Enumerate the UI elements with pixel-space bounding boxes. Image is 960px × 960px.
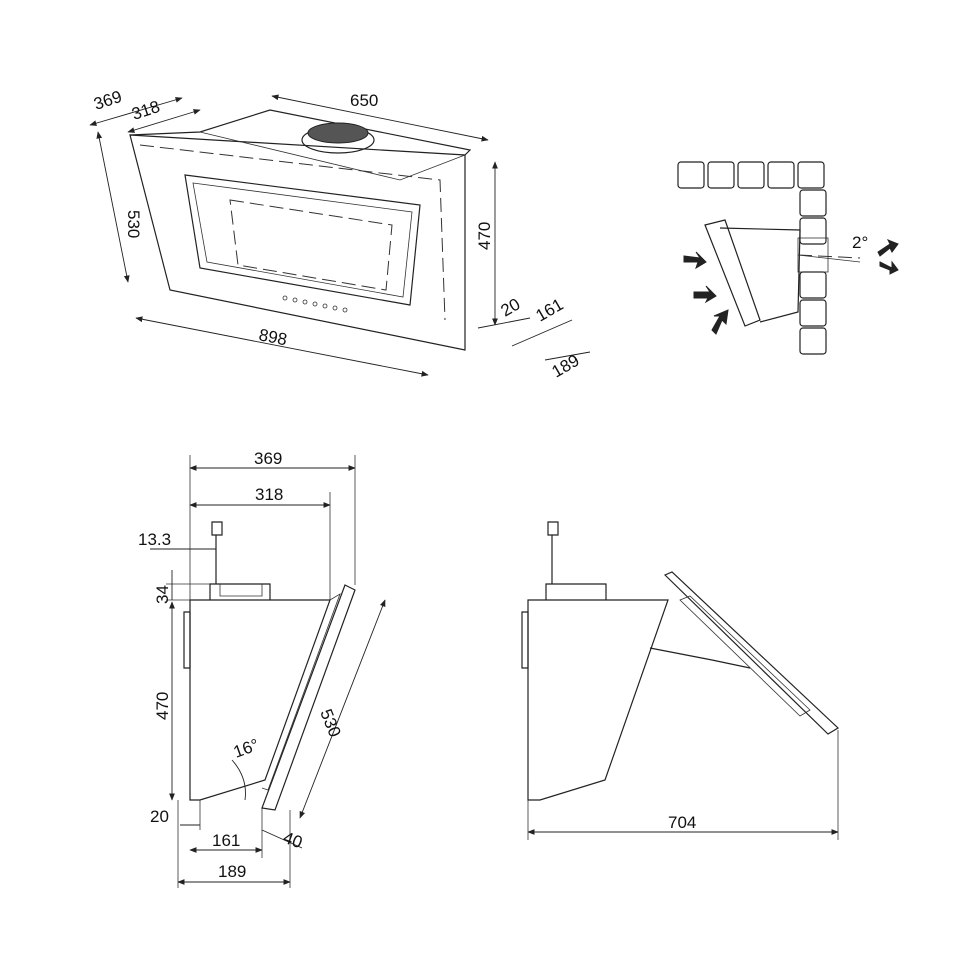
side-motor-inner: [219, 584, 263, 597]
side-dim-40-line: [261, 829, 303, 849]
side-cable-plug: [211, 521, 223, 584]
iso-dim-650: 650: [350, 91, 378, 110]
iso-glass-panel: [129, 134, 466, 351]
wall-bricks-top: [677, 161, 825, 189]
airflow-arrows-out: [877, 239, 899, 275]
iso-control-buttons: [282, 295, 348, 313]
side-angle-16: 16°: [231, 735, 262, 762]
side-glass-frame: [261, 593, 341, 791]
open-cable-plug: [547, 521, 559, 584]
open-dim-704: 704: [668, 813, 696, 832]
side-dim-20: 20: [150, 807, 169, 826]
side-dim-189: 189: [218, 862, 246, 881]
open-body: [527, 599, 669, 801]
side-dim-34: 34: [153, 585, 172, 604]
iso-dim-20: 20: [498, 295, 524, 321]
detail-hood-body: [719, 227, 801, 323]
side-body: [189, 599, 331, 801]
side-dim-13-3: 13.3: [138, 530, 171, 549]
iso-inner-window-outer: [184, 174, 421, 306]
open-glass-raised: [663, 571, 839, 735]
open-view: 704: [521, 521, 839, 840]
iso-dim-470: 470: [475, 222, 494, 250]
side-motor: [209, 583, 271, 600]
iso-dim-318-line: [127, 109, 201, 133]
iso-dim-898: 898: [257, 325, 288, 349]
iso-dim-318: 318: [129, 97, 162, 124]
iso-dim-650-line: [271, 94, 489, 142]
side-view: 369 318 13.3 34 470 530 16° 20 161 189 4…: [138, 449, 386, 888]
iso-view: 369 318 650 530 470 898 20 161 189: [89, 87, 591, 382]
open-wall-bracket: [521, 611, 529, 669]
side-dim-470: 470: [153, 692, 172, 720]
iso-dim-530-line: [96, 131, 130, 283]
iso-outlet-grill: [307, 122, 369, 144]
open-motor: [545, 583, 607, 600]
side-wall-bracket: [183, 611, 191, 669]
iso-top-edge: [199, 131, 466, 181]
iso-filter-dashed: [229, 199, 393, 291]
side-dim-530-line: [299, 599, 386, 819]
iso-dim-189: 189: [549, 351, 583, 382]
iso-inner-window: [192, 182, 413, 298]
side-dim-369: 369: [254, 449, 282, 468]
iso-dim-161-line: [511, 319, 573, 347]
side-dim-318: 318: [255, 485, 283, 504]
detail-angle: 2°: [852, 233, 868, 252]
detail-angle-line: [797, 254, 861, 263]
iso-dim-189-line: [544, 351, 591, 361]
airflow-arrows-in: [683, 251, 729, 335]
iso-dim-161: 161: [533, 295, 567, 326]
iso-dim-20-line: [477, 317, 531, 329]
detail-axis: [797, 254, 861, 259]
open-glass-frame: [679, 595, 811, 717]
iso-dim-898-line: [135, 316, 429, 377]
detail-glass-panel: [704, 219, 761, 327]
iso-dim-530: 530: [124, 210, 143, 238]
iso-top-body: [129, 109, 472, 156]
side-angle-arc: [231, 759, 246, 801]
iso-hidden-body: [139, 144, 446, 321]
iso-dim-369: 369: [91, 87, 124, 114]
side-dim-40: 40: [281, 828, 305, 852]
side-glass: [261, 584, 356, 811]
detail-view: 2°: [677, 161, 899, 355]
side-dim-530: 530: [316, 706, 344, 739]
open-gas-strut: [649, 647, 751, 669]
side-dim-161: 161: [212, 831, 240, 850]
